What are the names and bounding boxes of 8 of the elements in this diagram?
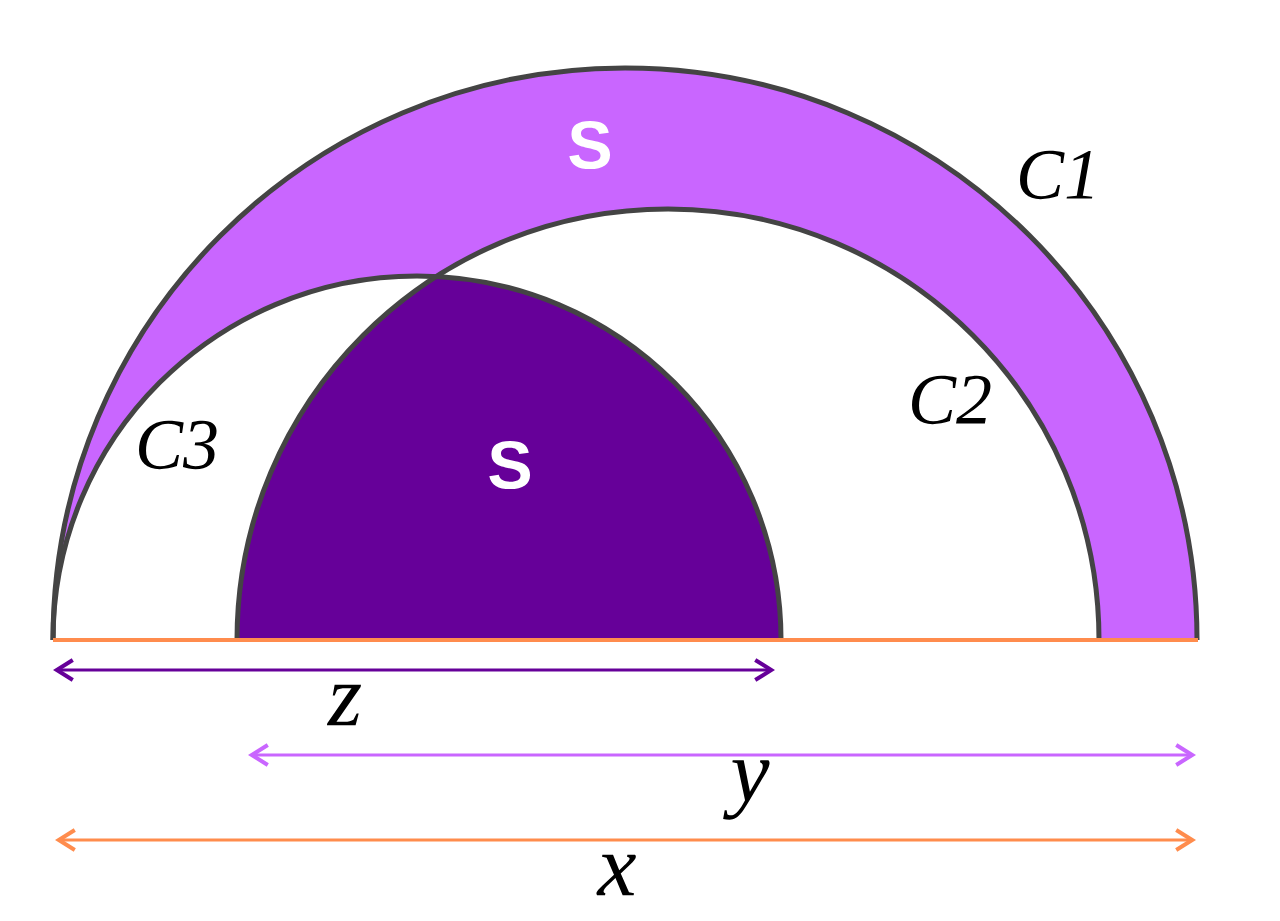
region-label: S <box>569 120 610 170</box>
dimension-label: z <box>326 684 361 726</box>
arc-label: C3 <box>139 420 217 470</box>
dimension-label: x <box>596 854 636 896</box>
arc-label: C2 <box>912 375 991 425</box>
region-label: S <box>489 440 530 490</box>
arc-label: C1 <box>1020 150 1093 200</box>
dimension-label: y <box>723 760 770 820</box>
